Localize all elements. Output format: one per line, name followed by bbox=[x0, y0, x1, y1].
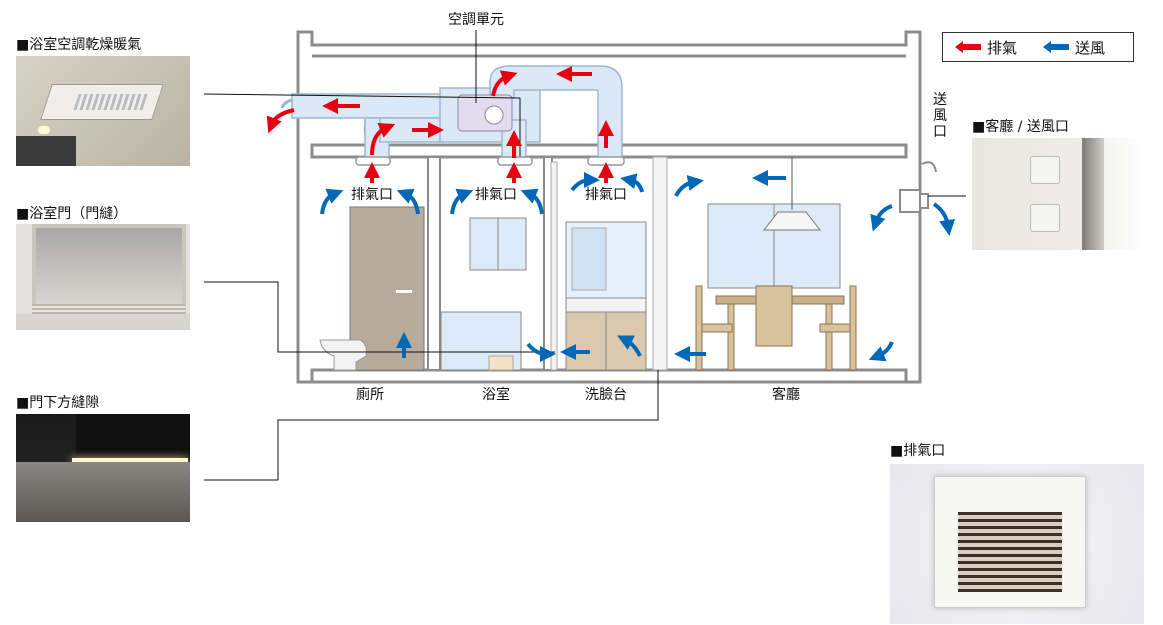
legend: 排氣 送風 bbox=[942, 32, 1134, 62]
supply-arrows bbox=[320, 170, 956, 362]
supply-port-hood bbox=[899, 161, 937, 213]
photo-bath-door-gap bbox=[32, 304, 186, 314]
caption-exhaust-port: ■排氣口 bbox=[890, 443, 946, 459]
photo-bath-unit-grille bbox=[73, 94, 149, 110]
room-label-living: 客廳 bbox=[772, 386, 800, 403]
room-label-bathroom: 浴室 bbox=[482, 386, 510, 403]
caption-bath-unit: ■浴室空調乾燥暖氣 bbox=[16, 37, 142, 53]
photo-bath-door-glass bbox=[32, 224, 186, 308]
photo-exhaust-port bbox=[890, 464, 1144, 624]
photo-exhaust-port-grille bbox=[958, 512, 1062, 592]
legend-exhaust-label: 排氣 bbox=[987, 39, 1018, 57]
photo-living-port-vent-bottom bbox=[1030, 204, 1060, 232]
bath-door-leader-line bbox=[204, 281, 555, 353]
supply-port-char-2: 風 bbox=[933, 108, 947, 124]
air-conditioning-unit bbox=[457, 94, 513, 132]
bath-unit-leader-line bbox=[203, 93, 521, 99]
vent-label-bath: 排氣口 bbox=[475, 187, 517, 203]
photo-bath-door bbox=[16, 224, 190, 330]
vent-label-washroom: 排氣口 bbox=[585, 187, 627, 203]
living-room-furnishing bbox=[695, 157, 857, 371]
vent-label-toilet: 排氣口 bbox=[351, 187, 393, 203]
photo-living-port bbox=[972, 138, 1146, 250]
supply-port-char-3: 口 bbox=[933, 124, 947, 140]
photo-door-gap-floor bbox=[16, 462, 190, 522]
photo-living-port-vent-top bbox=[1030, 156, 1060, 184]
photo-bath-door-floor bbox=[16, 314, 190, 330]
photo-bath-unit-light bbox=[38, 126, 50, 134]
caption-bath-door: ■浴室門（門縫） bbox=[16, 206, 128, 222]
unit-label: 空調單元 bbox=[448, 12, 504, 28]
photo-living-port-window-frame bbox=[1082, 138, 1104, 250]
door-gap-leader-path bbox=[277, 370, 659, 480]
supply-port-char-1: 送 bbox=[933, 92, 947, 108]
room-label-washbasin: 洗臉台 bbox=[585, 387, 627, 403]
photo-living-port-window bbox=[1104, 138, 1146, 250]
caption-door-gap: ■門下方縫隙 bbox=[16, 395, 100, 411]
legend-supply-label: 送風 bbox=[1075, 39, 1106, 57]
bathroom-furnishing bbox=[440, 161, 558, 371]
photo-bath-unit bbox=[16, 56, 190, 166]
room-label-toilet: 廁所 bbox=[356, 386, 384, 403]
photo-door-gap bbox=[16, 414, 190, 522]
washbasin-furnishing bbox=[565, 156, 668, 371]
legend-exhaust-arrow-icon bbox=[955, 41, 981, 53]
exhaust-arrows bbox=[266, 66, 614, 183]
photo-door-gap-light bbox=[72, 458, 188, 462]
legend-supply-arrow-icon bbox=[1043, 41, 1069, 53]
photo-bath-unit-dark-corner bbox=[16, 136, 76, 166]
photo-door-gap-door bbox=[76, 414, 190, 460]
caption-living-port: ■客廳 / 送風口 bbox=[972, 119, 1069, 135]
